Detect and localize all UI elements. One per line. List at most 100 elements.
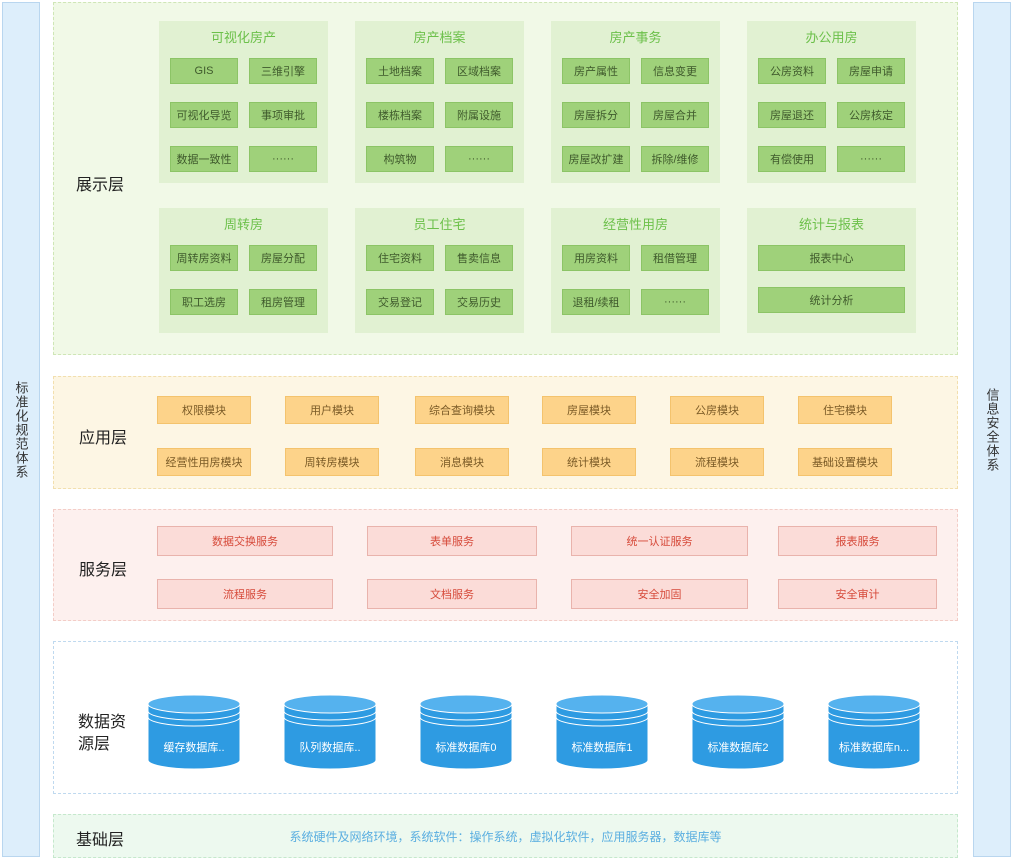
data-layer-label: 数据资 源层: [78, 712, 126, 756]
database-label: 队列数据库..: [299, 742, 361, 754]
app-module[interactable]: 房屋模块: [542, 396, 636, 424]
group-staff-housing: 员工住宅 住宅资料 售卖信息 交易登记 交易历史: [355, 208, 524, 333]
service-item[interactable]: 安全加固: [571, 579, 748, 609]
app-module[interactable]: 公房模块: [670, 396, 764, 424]
group-item[interactable]: 房屋改扩建: [562, 146, 630, 172]
app-module[interactable]: 住宅模块: [798, 396, 892, 424]
service-item[interactable]: 流程服务: [157, 579, 333, 609]
group-item[interactable]: 拆除/维修: [641, 146, 709, 172]
service-item[interactable]: 报表服务: [778, 526, 937, 556]
group-commercial-housing: 经营性用房 用房资料 租借管理 退租/续租 ······: [551, 208, 720, 333]
group-item[interactable]: 用房资料: [562, 245, 630, 271]
application-layer: 应用层 权限模块 用户模块 综合查询模块 房屋模块 公房模块 住宅模块 经营性用…: [53, 376, 958, 489]
group-item[interactable]: 土地档案: [366, 58, 434, 84]
app-module[interactable]: 经营性用房模块: [157, 448, 251, 476]
app-module[interactable]: 消息模块: [415, 448, 509, 476]
group-title: 可视化房产: [210, 30, 276, 45]
database-label: 标准数据库n...: [838, 742, 910, 754]
app-module[interactable]: 周转房模块: [285, 448, 379, 476]
group-item[interactable]: 周转房资料: [170, 245, 238, 271]
app-module[interactable]: 统计模块: [542, 448, 636, 476]
group-item[interactable]: 区域档案: [445, 58, 513, 84]
base-layer-description: 系统硬件及网络环境，系统软件：操作系统，虚拟化软件，应用服务器，数据库等: [289, 830, 722, 844]
database-cylinder[interactable]: 标准数据库0: [419, 694, 513, 770]
service-item[interactable]: 表单服务: [367, 526, 537, 556]
service-item[interactable]: 数据交换服务: [157, 526, 333, 556]
group-title: 房产事务: [609, 30, 662, 45]
group-item[interactable]: 有偿使用: [758, 146, 826, 172]
app-module[interactable]: 基础设置模块: [798, 448, 892, 476]
group-property-archive: 房产档案 土地档案 区域档案 楼栋档案 附属设施 构筑物 ······: [355, 21, 524, 183]
database-cylinder[interactable]: 标准数据库n...: [827, 694, 921, 770]
info-security-system-label: 信息安全体系: [984, 387, 1000, 472]
service-layer: 服务层 数据交换服务 表单服务 统一认证服务 报表服务 流程服务 文档服务 安全…: [53, 509, 958, 621]
group-item[interactable]: 可视化导览: [170, 102, 238, 128]
group-item[interactable]: 统计分析: [758, 287, 905, 313]
group-item[interactable]: 信息变更: [641, 58, 709, 84]
group-title: 办公用房: [805, 30, 858, 45]
database-label: 标准数据库2: [707, 742, 769, 754]
group-item[interactable]: ······: [641, 289, 709, 315]
group-title: 房产档案: [413, 30, 466, 45]
data-layer-label-line2: 源层: [78, 736, 111, 753]
service-item[interactable]: 安全审计: [778, 579, 937, 609]
group-item[interactable]: 租借管理: [641, 245, 709, 271]
group-item[interactable]: ······: [249, 146, 317, 172]
group-item[interactable]: 住宅资料: [366, 245, 434, 271]
database-icon: [691, 694, 785, 770]
database-label: 标准数据库1: [571, 742, 633, 754]
display-layer: 展示层 可视化房产 GIS 三维引擎 可视化导览 事项审批 数据一致性 ····…: [53, 2, 958, 355]
base-layer: 基础层 系统硬件及网络环境，系统软件：操作系统，虚拟化软件，应用服务器，数据库等: [53, 814, 958, 858]
standardization-system-label: 标准化规范体系: [13, 380, 29, 479]
app-module[interactable]: 流程模块: [670, 448, 764, 476]
group-item[interactable]: 交易登记: [366, 289, 434, 315]
group-item[interactable]: 职工选房: [170, 289, 238, 315]
group-turnover-housing: 周转房 周转房资料 房屋分配 职工选房 租房管理: [159, 208, 328, 333]
info-security-system-bar: 信息安全体系: [973, 2, 1011, 857]
database-cylinder[interactable]: 标准数据库2: [691, 694, 785, 770]
group-item[interactable]: 楼栋档案: [366, 102, 434, 128]
group-title: 周转房: [223, 217, 263, 232]
database-cylinder[interactable]: 缓存数据库..: [147, 694, 241, 770]
service-layer-label: 服务层: [79, 562, 128, 579]
database-cylinder[interactable]: 队列数据库..: [283, 694, 377, 770]
group-item[interactable]: 三维引擎: [249, 58, 317, 84]
group-office-housing: 办公用房 公房资料 房屋申请 房屋退还 公房核定 有偿使用 ······: [747, 21, 916, 183]
database-cylinder[interactable]: 标准数据库1: [555, 694, 649, 770]
group-item[interactable]: 构筑物: [366, 146, 434, 172]
group-item[interactable]: ······: [837, 146, 905, 172]
group-item[interactable]: 房产属性: [562, 58, 630, 84]
group-item[interactable]: 附属设施: [445, 102, 513, 128]
base-layer-label: 基础层: [76, 832, 125, 849]
service-item[interactable]: 统一认证服务: [571, 526, 748, 556]
app-module[interactable]: 用户模块: [285, 396, 379, 424]
standardization-system-bar: 标准化规范体系: [2, 2, 40, 857]
group-item[interactable]: 房屋分配: [249, 245, 317, 271]
group-item[interactable]: ······: [445, 146, 513, 172]
service-item[interactable]: 文档服务: [367, 579, 537, 609]
group-title: 员工住宅: [413, 217, 466, 232]
group-item[interactable]: 房屋申请: [837, 58, 905, 84]
group-item[interactable]: 数据一致性: [170, 146, 238, 172]
group-statistics-reports: 统计与报表 报表中心 统计分析: [747, 208, 916, 333]
application-layer-label: 应用层: [79, 430, 128, 447]
group-item[interactable]: 公房核定: [837, 102, 905, 128]
data-resource-layer: 数据资 源层 缓存数据库.. 队列数据库.. 标准数据库0: [53, 641, 958, 794]
group-item[interactable]: 交易历史: [445, 289, 513, 315]
group-item[interactable]: GIS: [170, 58, 238, 84]
app-module[interactable]: 综合查询模块: [415, 396, 509, 424]
group-item[interactable]: 事项审批: [249, 102, 317, 128]
app-module[interactable]: 权限模块: [157, 396, 251, 424]
group-property-affairs: 房产事务 房产属性 信息变更 房屋拆分 房屋合并 房屋改扩建 拆除/维修: [551, 21, 720, 183]
group-item[interactable]: 售卖信息: [445, 245, 513, 271]
group-visual-property: 可视化房产 GIS 三维引擎 可视化导览 事项审批 数据一致性 ······: [159, 21, 328, 183]
group-item[interactable]: 房屋合并: [641, 102, 709, 128]
group-item[interactable]: 退租/续租: [562, 289, 630, 315]
group-item[interactable]: 房屋拆分: [562, 102, 630, 128]
database-icon: [827, 694, 921, 770]
group-item[interactable]: 报表中心: [758, 245, 905, 271]
group-item[interactable]: 房屋退还: [758, 102, 826, 128]
group-item[interactable]: 租房管理: [249, 289, 317, 315]
group-item[interactable]: 公房资料: [758, 58, 826, 84]
display-layer-label: 展示层: [76, 177, 125, 194]
